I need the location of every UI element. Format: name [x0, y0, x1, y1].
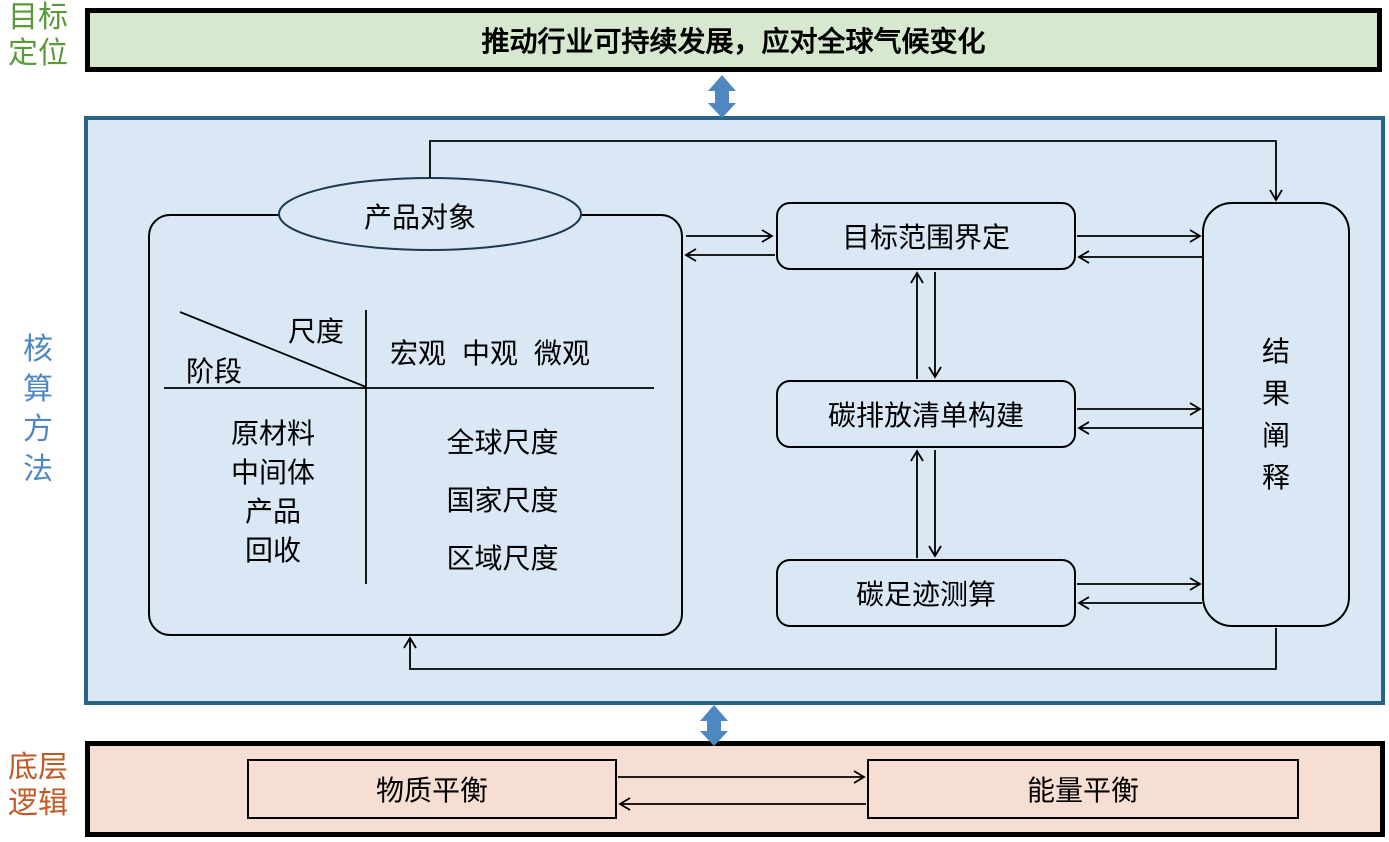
product-title: 产品对象	[364, 201, 477, 234]
method-side-label-char: 法	[23, 452, 53, 487]
table-diagonal	[179, 311, 367, 388]
stage-item: 中间体	[230, 456, 315, 489]
scale-micro: 微观	[534, 337, 591, 370]
base-side-label-line1: 底层	[8, 750, 68, 785]
table-corner-stage: 阶段	[186, 355, 243, 388]
step-box-scope-definition[interactable]: 目标范围界定	[776, 202, 1076, 270]
step-box-footprint-calculation[interactable]: 碳足迹测算	[776, 559, 1076, 627]
method-side-label: 核 算 方 法	[18, 330, 58, 490]
scale-meso: 中观	[462, 337, 519, 370]
stage-item: 回收	[244, 534, 301, 567]
table-header-scales: 宏观中观微观	[390, 332, 590, 372]
double-arrow-goal-method-icon	[708, 75, 736, 118]
table-scopes: 全球尺度 国家尺度 区域尺度	[420, 414, 585, 588]
step-label: 碳排放清单构建	[827, 399, 1024, 432]
energy-balance-label: 能量平衡	[1026, 774, 1139, 807]
base-side-label-line2: 逻辑	[8, 786, 68, 821]
scale-macro: 宏观	[390, 337, 447, 370]
method-side-label-char: 算	[23, 372, 53, 407]
arrow-product-to-result	[429, 140, 1283, 202]
scope-item: 区域尺度	[446, 542, 559, 575]
method-side-label-char: 方	[23, 412, 53, 447]
stage-item: 原材料	[230, 417, 315, 450]
goal-side-label-line2: 定位	[8, 36, 68, 71]
result-char: 结	[1261, 334, 1290, 368]
result-char: 果	[1261, 376, 1290, 410]
base-side-label: 底层 逻辑	[2, 750, 74, 822]
result-char: 阐	[1261, 418, 1290, 452]
step-label: 目标范围界定	[841, 221, 1010, 254]
energy-balance-box[interactable]: 能量平衡	[867, 759, 1299, 819]
goal-text: 推动行业可持续发展，应对全球气候变化	[481, 25, 986, 58]
step-box-emission-inventory[interactable]: 碳排放清单构建	[776, 380, 1076, 448]
method-side-label-char: 核	[23, 332, 53, 367]
arrow-result-to-product	[403, 628, 1277, 670]
double-arrow-method-base-icon	[700, 705, 728, 746]
result-char: 释	[1261, 460, 1290, 494]
goal-side-label-line1: 目标	[8, 0, 68, 35]
step-label: 碳足迹测算	[855, 578, 996, 611]
scope-item: 国家尺度	[446, 484, 559, 517]
goal-box: 推动行业可持续发展，应对全球气候变化	[85, 8, 1382, 72]
table-stages: 原材料 中间体 产品 回收	[200, 414, 346, 570]
product-object-panel	[148, 214, 683, 636]
goal-side-label: 目标 定位	[2, 0, 74, 72]
material-balance-box[interactable]: 物质平衡	[247, 759, 617, 819]
table-corner-scale: 尺度	[288, 315, 345, 348]
result-interpretation-box[interactable]: 结 果 阐 释	[1202, 202, 1350, 627]
scope-item: 全球尺度	[446, 426, 559, 459]
stage-item: 产品	[244, 495, 301, 528]
material-balance-label: 物质平衡	[375, 774, 488, 807]
